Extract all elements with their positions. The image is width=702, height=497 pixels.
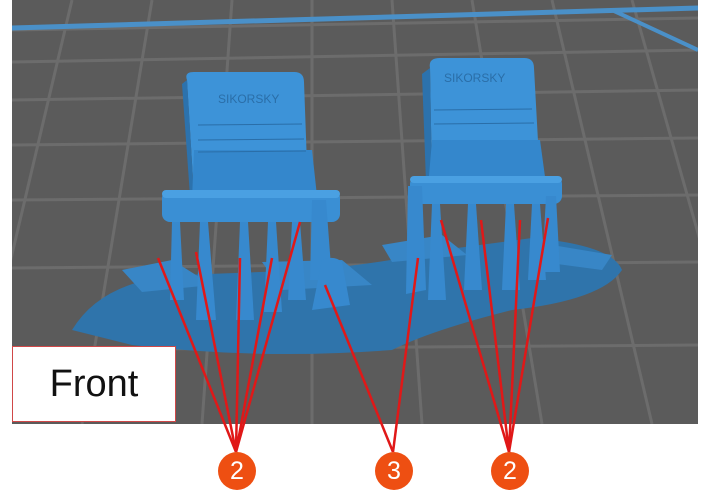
callout-badge-left: 2 [218, 452, 256, 490]
right-chair-model: SIKORSKY [406, 58, 562, 300]
build-plate-edge [12, 5, 698, 31]
front-view-label: Front [12, 346, 176, 422]
left-chair-model: SIKORSKY [162, 72, 350, 320]
left-chair-logo: SIKORSKY [218, 92, 279, 106]
right-chair-logo: SIKORSKY [444, 71, 505, 85]
callout-badge-middle: 3 [375, 452, 413, 490]
callout-lines-right [439, 217, 550, 453]
callout-lines-middle [323, 257, 420, 453]
callout-badge-right: 2 [491, 452, 529, 490]
callout-lines-left [156, 221, 302, 453]
